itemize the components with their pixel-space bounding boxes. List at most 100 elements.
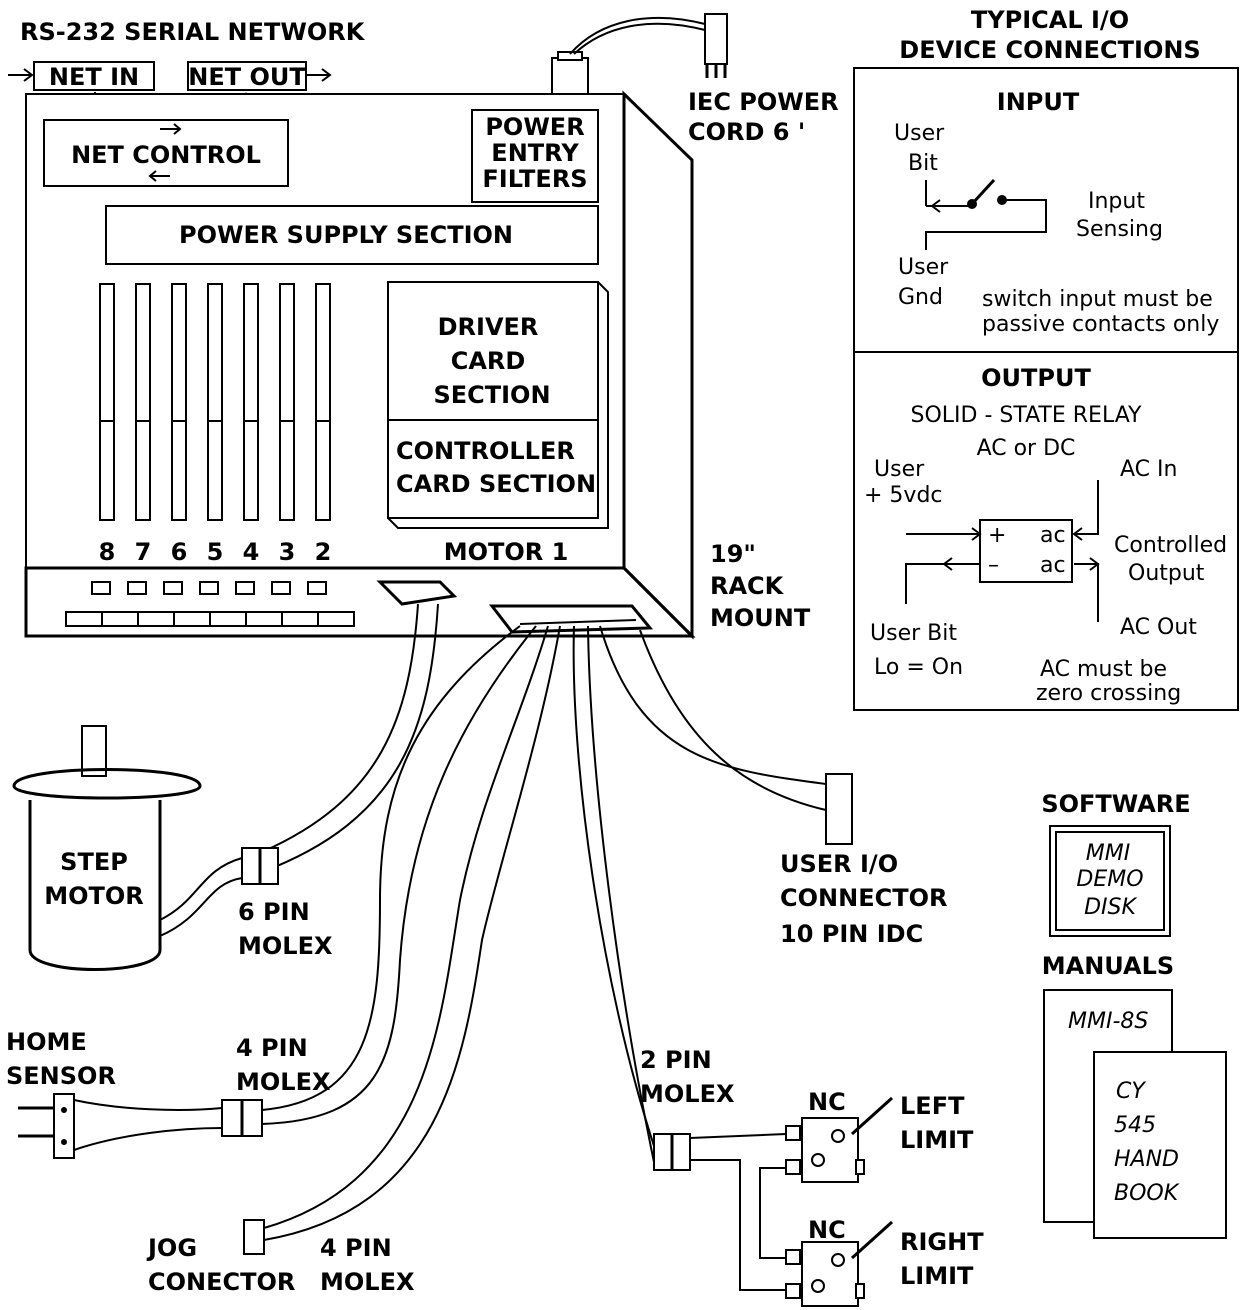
power-supply-section: POWER SUPPLY SECTION (105, 205, 599, 265)
jog-line-2: CONECTOR (148, 1268, 295, 1296)
left-limit-nc: NC (808, 1088, 846, 1116)
input-note-2: passive contacts only (982, 312, 1219, 337)
four-pin-home-line-1: 4 PIN (236, 1034, 308, 1062)
slot-number-3: 3 (279, 538, 296, 566)
output-lo-on: Lo = On (874, 655, 963, 680)
output-controlled-1: Controlled (1114, 533, 1227, 558)
disk-line-2: DEMO (1076, 867, 1143, 892)
input-sensing-1: Input (1088, 189, 1145, 214)
home-sensor-line-1: HOME (6, 1028, 87, 1056)
net-in-label: NET IN (49, 63, 139, 91)
output-user-5v-1: User (874, 457, 925, 482)
net-out-label: NET OUT (188, 63, 306, 91)
net-control-label: NET CONTROL (71, 141, 261, 169)
step-motor-icon (12, 725, 202, 971)
two-pin-molex-icon (653, 1133, 691, 1171)
slot-number-6: 6 (171, 538, 188, 566)
manual2-line-2: 545 (1114, 1113, 1156, 1138)
slot-number-8: 8 (99, 538, 116, 566)
output-user-5v-2: + 5vdc (864, 483, 943, 508)
output-controlled-2: Output (1128, 561, 1205, 586)
controller-card-line-1: CONTROLLER (396, 437, 575, 465)
manual1-label: MMI-8S (1068, 1009, 1148, 1034)
manual2-line-4: BOOK (1114, 1181, 1180, 1206)
relay-plus: + (988, 523, 1006, 548)
step-motor-line-1: STEP (60, 848, 128, 876)
input-user-bit-2: Bit (908, 151, 938, 176)
relay-minus: – (988, 553, 999, 578)
net-out-port: NET OUT (187, 61, 332, 117)
slot-number-7: 7 (135, 538, 152, 566)
rack-mount-line-2: RACK (710, 572, 785, 600)
card-slots (99, 283, 331, 521)
slot-number-5: 5 (207, 538, 224, 566)
iec-power-cord (551, 13, 728, 95)
cables (261, 603, 827, 1241)
output-note-2: zero crossing (1036, 681, 1181, 706)
left-limit-line-2: LIMIT (900, 1126, 974, 1154)
limit-wiring (689, 1133, 787, 1291)
power-entry-line-1: POWER (485, 113, 584, 141)
power-supply-label: POWER SUPPLY SECTION (179, 221, 513, 249)
two-pin-line-2: MOLEX (640, 1080, 735, 1108)
disk-line-1: MMI (1086, 841, 1130, 866)
driver-card-line-2: CARD (451, 347, 526, 375)
power-cord-label-1: IEC POWER (688, 88, 839, 116)
left-limit-switch-icon (785, 1096, 894, 1183)
software-heading: SOFTWARE (1041, 790, 1190, 818)
output-ac-in: AC In (1120, 457, 1177, 482)
home-sensor-icon (18, 1093, 223, 1159)
six-pin-line-1: 6 PIN (238, 898, 310, 926)
motor-lead-1 (159, 857, 243, 921)
typical-io-title-2: DEVICE CONNECTIONS (899, 36, 1200, 64)
power-entry-line-2: ENTRY (491, 139, 579, 167)
driver-card-line-1: DRIVER (438, 313, 539, 341)
six-pin-line-2: MOLEX (238, 932, 333, 960)
driver-card-line-3: SECTION (433, 381, 550, 409)
slot-number-2: 2 (315, 538, 332, 566)
manuals-heading: MANUALS (1042, 952, 1174, 980)
right-limit-nc: NC (808, 1216, 846, 1244)
solid-state-relay-icon (905, 480, 1100, 622)
manual-books-icon (1043, 989, 1227, 1239)
relay-ac-bottom: ac (1040, 553, 1066, 578)
front-panel-connectors (65, 580, 654, 634)
right-limit-line-1: RIGHT (900, 1228, 984, 1256)
motor-lead-2 (159, 877, 243, 937)
slot-numbers: 8 7 6 5 4 3 2 (99, 538, 332, 566)
output-note-1: AC must be (1040, 657, 1167, 682)
rack-mount-line-3: MOUNT (710, 604, 811, 632)
motor1-label: MOTOR 1 (444, 538, 569, 566)
four-pin-molex-home-icon (221, 1099, 263, 1137)
power-entry-filters: POWER ENTRY FILTERS (471, 109, 599, 203)
jog-molex-line-2: MOLEX (320, 1268, 415, 1296)
jog-molex-line-1: 4 PIN (320, 1234, 392, 1262)
input-user-gnd-1: User (898, 255, 949, 280)
typical-io-panel (853, 67, 1239, 711)
output-ac-out: AC Out (1120, 615, 1197, 640)
rack-mount-line-1: 19" (710, 540, 756, 568)
input-sensing-2: Sensing (1076, 217, 1163, 242)
net-control-section: NET CONTROL (43, 119, 289, 187)
output-user-bit: User Bit (870, 621, 957, 646)
two-pin-line-1: 2 PIN (640, 1046, 712, 1074)
manual2-line-1: CY (1116, 1079, 1146, 1104)
right-limit-switch-icon (785, 1220, 894, 1307)
four-pin-home-line-2: MOLEX (236, 1068, 331, 1096)
relay-ac-top: ac (1040, 523, 1066, 548)
output-ac-dc: AC or DC (977, 436, 1076, 461)
input-heading: INPUT (997, 88, 1080, 116)
typical-io-title-1: TYPICAL I/O (971, 6, 1129, 34)
manual2-line-3: HAND (1114, 1147, 1179, 1172)
disk-line-3: DISK (1084, 895, 1137, 920)
power-cord-label-2: CORD 6 ' (688, 118, 805, 146)
demo-disk-icon (1049, 825, 1171, 937)
user-io-line-3: 10 PIN IDC (780, 920, 923, 948)
jog-line-1: JOG (146, 1234, 197, 1262)
slot-number-4: 4 (243, 538, 260, 566)
six-pin-molex-icon (241, 847, 279, 885)
right-limit-line-2: LIMIT (900, 1262, 974, 1290)
home-sensor-line-2: SENSOR (6, 1062, 116, 1090)
controller-card-line-2: CARD SECTION (396, 470, 596, 498)
